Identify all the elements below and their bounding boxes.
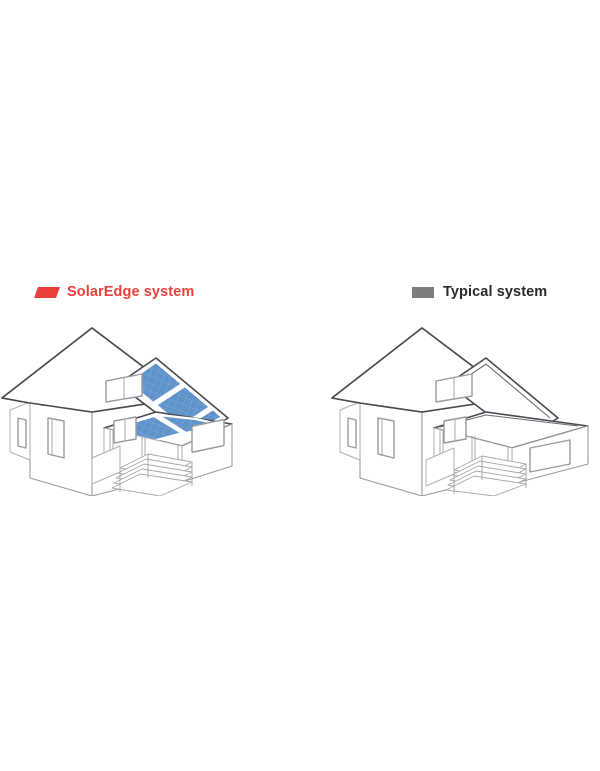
- front-window: [105, 373, 143, 403]
- legend-typical: Typical system: [412, 285, 547, 300]
- gable-door: [377, 417, 395, 459]
- porch-steps: [445, 455, 527, 496]
- solaredge-house-illustration: [1, 327, 233, 496]
- gable-window: [17, 417, 27, 449]
- side-window: [443, 416, 467, 444]
- porch-steps: [111, 453, 193, 496]
- step-plinth: [425, 447, 455, 487]
- legend-typical-label: Typical system: [443, 284, 548, 300]
- typical-swatch-icon: [412, 286, 434, 298]
- side-window: [113, 416, 137, 444]
- typical-house-illustration: [331, 327, 589, 496]
- garage-window: [191, 419, 225, 453]
- legend-solaredge-label: SolarEdge system: [67, 284, 195, 300]
- solaredge-swatch-icon: [33, 286, 61, 298]
- gable-door: [47, 417, 65, 459]
- legend-solaredge: SolarEdge system: [33, 284, 195, 300]
- front-window: [435, 373, 473, 403]
- step-plinth: [91, 445, 121, 485]
- garage-window: [529, 439, 571, 473]
- gable-window: [347, 417, 357, 449]
